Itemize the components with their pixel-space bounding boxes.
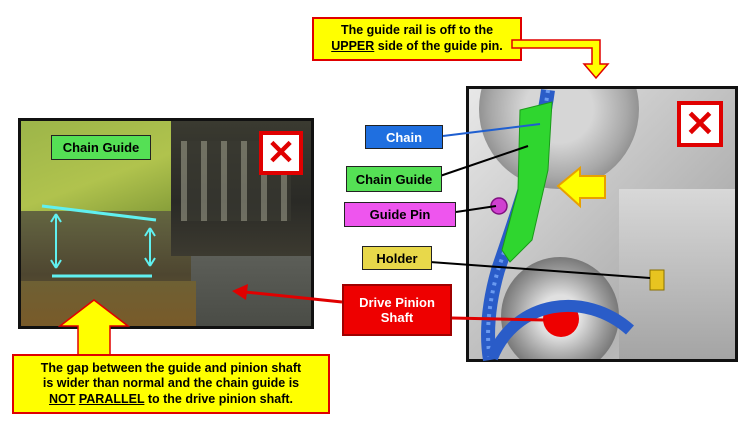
bottom-note-parallel: PARALLEL <box>78 391 145 406</box>
holder-leader <box>429 261 651 279</box>
top-note-line1: The guide rail is off to the <box>340 23 494 38</box>
gap-arrow-left-heads <box>50 213 62 269</box>
top-note-upper: UPPER <box>331 39 375 53</box>
engine-overview-photo: ✕ <box>466 86 738 362</box>
chain-guide-shape <box>501 101 553 263</box>
yellow-arrow-left <box>556 165 606 209</box>
guide-pin-label: Guide Pin <box>344 202 456 227</box>
chain-label: Chain <box>365 125 443 149</box>
pinion-shaft-area <box>191 256 311 326</box>
chain-guide-label: Chain Guide <box>346 166 442 192</box>
top-callout-arrow <box>511 39 610 80</box>
drive-pinion-label: Drive Pinion Shaft <box>342 284 452 336</box>
bottom-note-not: NOT <box>48 391 76 406</box>
top-note-callout: The guide rail is off to the UPPER side … <box>312 17 522 61</box>
drive-pinion-line1: Drive Pinion <box>359 295 435 310</box>
drive-pinion-line2: Shaft <box>380 310 414 325</box>
chain-lower-wrap <box>486 299 634 361</box>
housing-right <box>619 189 735 359</box>
zoomed-gap-photo: Chain Guide ✕ <box>18 118 314 329</box>
top-note-rest: side of the guide pin. <box>374 39 503 53</box>
bottom-note-line3: NOT PARALLEL to the drive pinion shaft. <box>41 392 301 408</box>
x-icon: ✕ <box>266 134 296 172</box>
chain-leader <box>442 123 541 137</box>
red-arrow-head <box>232 284 248 300</box>
holder-marker <box>649 269 665 291</box>
guide-pin-leader <box>455 205 497 213</box>
chain-guide-photo-label: Chain Guide <box>51 135 151 160</box>
bottom-note-line1: The gap between the guide and pinion sha… <box>40 360 302 375</box>
chain-guide-leader <box>439 145 529 177</box>
wrong-mark-left: ✕ <box>259 131 303 175</box>
x-icon: ✕ <box>684 103 716 144</box>
pinion-leader <box>451 316 546 322</box>
red-arrow-shaft <box>244 290 343 304</box>
gap-arrow-right-heads <box>144 227 156 267</box>
bottom-note-line2: is wider than normal and the chain guide… <box>42 376 300 391</box>
holder-label: Holder <box>362 246 432 270</box>
top-note-line2: UPPER side of the guide pin. <box>331 39 503 55</box>
wrong-mark-right: ✕ <box>677 101 723 147</box>
bottom-callout-arrow <box>57 299 131 357</box>
guide-edge-line <box>41 204 157 222</box>
bottom-note-rest: to the drive pinion shaft. <box>144 391 293 406</box>
bottom-note-callout: The gap between the guide and pinion sha… <box>12 354 330 414</box>
